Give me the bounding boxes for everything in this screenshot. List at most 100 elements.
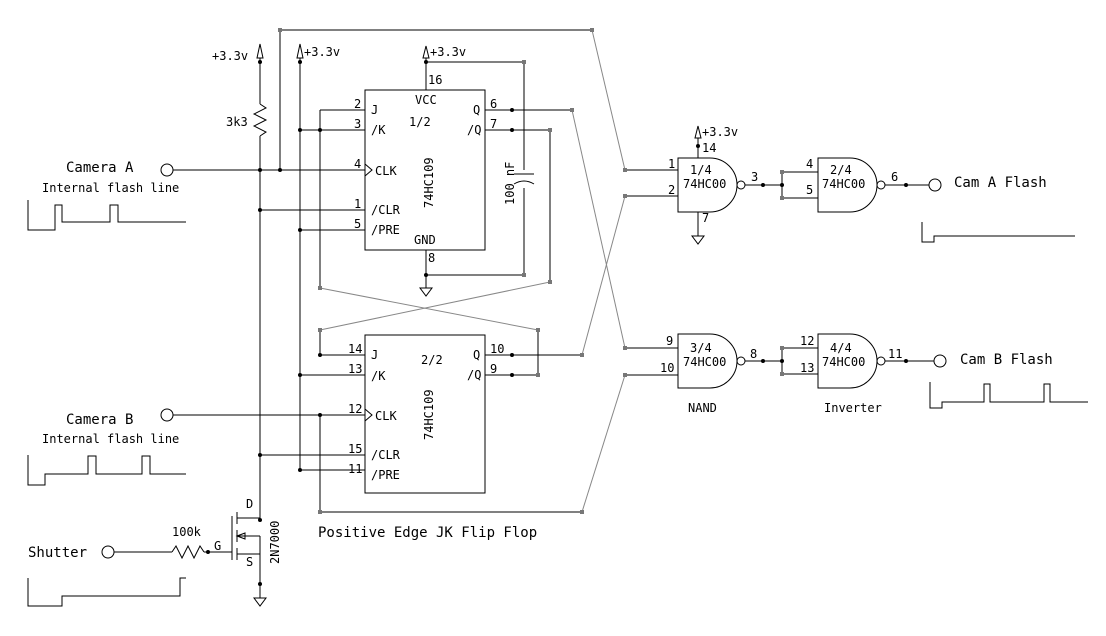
ff2-clk-label: CLK xyxy=(375,409,397,423)
ff1-k-label: /K xyxy=(371,123,386,137)
cam-a-flash-label: Cam A Flash xyxy=(954,175,1047,191)
ff2-pin-q: 10 xyxy=(490,342,504,356)
mosfet-part-label: 2N7000 xyxy=(268,521,282,564)
camera-b-label: Camera B xyxy=(66,412,133,428)
nand-gate-3: 3/4 74HC00 9 10 8 xyxy=(660,333,757,389)
ff1-pin-pre: 5 xyxy=(354,217,361,231)
gate2-fraction: 2/4 xyxy=(830,163,852,177)
ff1-clock-triangle xyxy=(364,163,373,177)
camera-a-sub-label: Internal flash line xyxy=(42,181,179,195)
ff1-pin-q: 6 xyxy=(490,97,497,111)
ff2-k-label: /K xyxy=(371,369,386,383)
cam-a-flash-terminal xyxy=(928,178,942,192)
junction-dots xyxy=(206,60,908,586)
gate2-part-label: 74HC00 xyxy=(822,177,865,191)
ff2-pin-clk: 12 xyxy=(348,402,362,416)
flip-flop-2: 2/2 74HC109 J /K CLK /CLR /PRE Q /Q 14 1… xyxy=(348,334,504,494)
ff2-pin-k: 13 xyxy=(348,362,362,376)
mosfet-gate-label: G xyxy=(214,539,221,553)
gate1-pin-out: 3 xyxy=(751,170,758,184)
ff1-pin-gnd: 8 xyxy=(428,251,435,265)
resistor-gate xyxy=(171,544,205,560)
ff2-q-label: Q xyxy=(473,348,480,362)
capacitor-label: 100 nF xyxy=(503,162,517,205)
camera-a-terminal xyxy=(160,163,174,177)
mosfet-drain-label: D xyxy=(246,497,253,511)
shutter-label: Shutter xyxy=(28,545,87,561)
gate1-pin-in2: 2 xyxy=(668,183,675,197)
cam-b-flash-waveform xyxy=(929,382,1088,409)
supply-label-ff-vcc: +3.3v xyxy=(430,45,466,59)
supply-symbol-pullup: +3.3v xyxy=(212,43,264,63)
ff2-pin-j: 14 xyxy=(348,342,362,356)
wire-bend-markers xyxy=(278,28,784,514)
ground-symbol-gate xyxy=(691,235,705,245)
supply-symbol-gate-vcc: +3.3v xyxy=(694,125,738,139)
gate3-pin-in2: 10 xyxy=(660,361,674,375)
cam-a-flash-waveform xyxy=(921,222,1075,243)
inverter-caption: Inverter xyxy=(824,401,882,415)
camera-a-waveform xyxy=(27,200,186,231)
flip-flop-caption: Positive Edge JK Flip Flop xyxy=(318,525,537,541)
gate2-pin-out: 6 xyxy=(891,170,898,184)
gate2-pin-in2: 5 xyxy=(806,183,813,197)
flip-flop-1: VCC 1/2 74HC109 GND J /K CLK /CLR /PRE Q… xyxy=(354,73,497,265)
ff1-j-label: J xyxy=(371,103,378,117)
ff1-pin-clk: 4 xyxy=(354,157,361,171)
camera-b-waveform xyxy=(27,455,186,486)
ff1-clr-label: /CLR xyxy=(371,203,401,217)
ff2-clock-triangle xyxy=(364,408,373,422)
gate1-pin-vcc: 14 xyxy=(702,141,716,155)
camera-b-terminal xyxy=(160,408,174,422)
supply-label-preset: +3.3v xyxy=(304,45,340,59)
gate1-pin-in1: 1 xyxy=(668,157,675,171)
mosfet-2n7000: D G S 2N7000 xyxy=(214,497,282,598)
ground-symbol-ff xyxy=(419,287,433,297)
supply-label-gate-vcc: +3.3v xyxy=(702,125,738,139)
shutter-terminal xyxy=(101,545,115,559)
supply-symbol-ff-vcc: +3.3v xyxy=(422,45,466,59)
ff2-pin-qn: 9 xyxy=(490,362,497,376)
gate3-pin-in1: 9 xyxy=(666,334,673,348)
ff2-qn-label: /Q xyxy=(467,368,481,382)
ff2-fraction: 2/2 xyxy=(421,353,443,367)
ff1-vcc-label: VCC xyxy=(415,93,437,107)
camera-a-label: Camera A xyxy=(66,160,134,176)
capacitor-100nf: 100 nF xyxy=(503,162,535,205)
supply-symbol-preset: +3.3v xyxy=(296,43,340,59)
ground-symbol-mosfet xyxy=(253,597,267,607)
nand-caption: NAND xyxy=(688,401,717,415)
ff2-part-label: 74HC109 xyxy=(422,389,436,440)
ff2-pin-clr: 15 xyxy=(348,442,362,456)
gate1-part-label: 74HC00 xyxy=(683,177,726,191)
resistor-pullup xyxy=(252,103,268,137)
supply-label-pullup: +3.3v xyxy=(212,49,248,63)
gate4-fraction: 4/4 xyxy=(830,341,852,355)
ff1-pre-label: /PRE xyxy=(371,223,400,237)
resistor-gate-label: 100k xyxy=(172,525,202,539)
gate4-pin-in2: 13 xyxy=(800,361,814,375)
ff1-clk-label: CLK xyxy=(375,164,397,178)
gate2-pin-in1: 4 xyxy=(806,157,813,171)
gate3-pin-out: 8 xyxy=(750,347,757,361)
ff1-pin-vcc: 16 xyxy=(428,73,442,87)
cam-b-flash-label: Cam B Flash xyxy=(960,352,1053,368)
ff2-pin-pre: 11 xyxy=(348,462,362,476)
resistor-pullup-label: 3k3 xyxy=(226,115,248,129)
ff1-pin-k: 3 xyxy=(354,117,361,131)
ff1-pin-j: 2 xyxy=(354,97,361,111)
ff1-qn-label: /Q xyxy=(467,123,481,137)
gate1-fraction: 1/4 xyxy=(690,163,712,177)
gate4-pin-out: 11 xyxy=(888,347,902,361)
nand-gate-2: 2/4 74HC00 4 5 6 xyxy=(806,157,898,213)
ff1-gnd-label: GND xyxy=(414,233,436,247)
ff1-pin-clr: 1 xyxy=(354,197,361,211)
gate1-pin-gnd: 7 xyxy=(702,211,709,225)
ff2-j-label: J xyxy=(371,348,378,362)
nand-gate-4: 4/4 74HC00 12 13 11 xyxy=(800,333,902,389)
cam-b-flash-terminal xyxy=(933,354,947,368)
gate3-part-label: 74HC00 xyxy=(683,355,726,369)
gate3-fraction: 3/4 xyxy=(690,341,712,355)
nand-gate-1: 1/4 74HC00 1 2 3 14 7 xyxy=(668,141,758,225)
